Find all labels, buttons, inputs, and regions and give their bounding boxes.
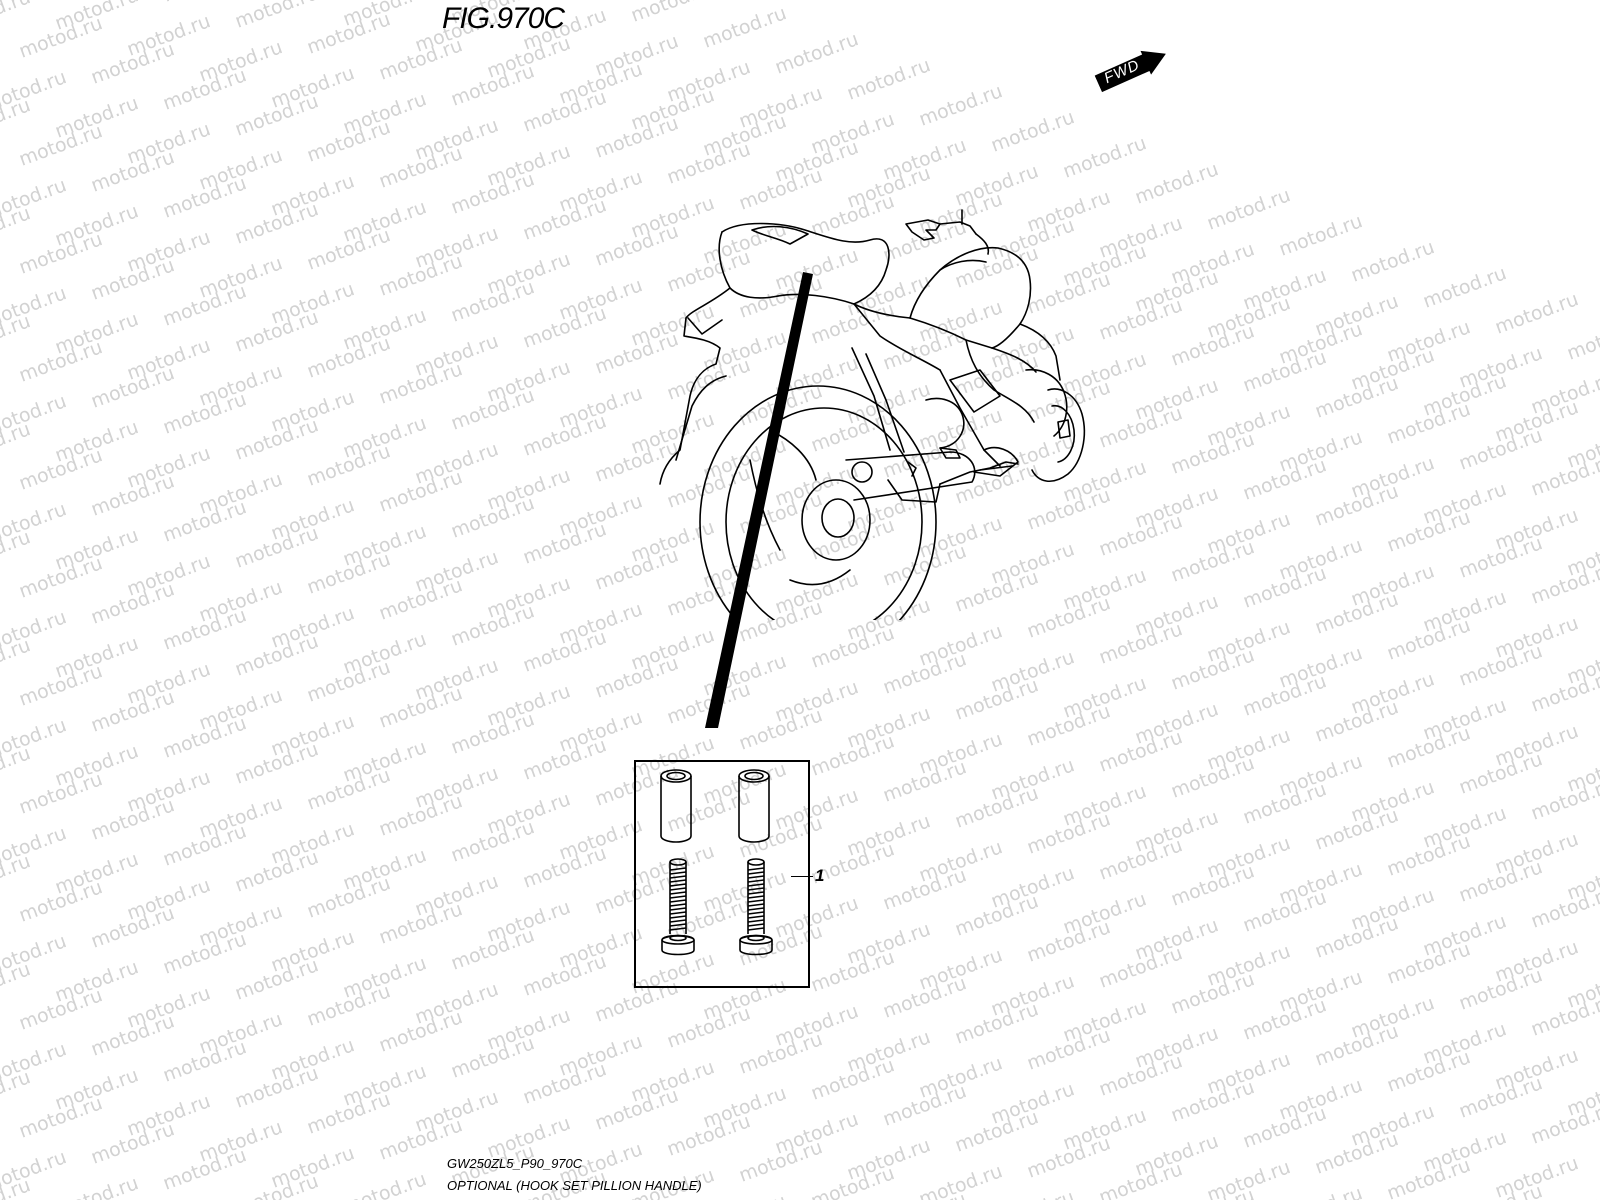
figure-code: GW250ZL5_P90_970C bbox=[447, 1156, 583, 1171]
kit-parts-box bbox=[634, 760, 810, 988]
bolt-right bbox=[739, 858, 773, 956]
kit-parts-drawing bbox=[660, 769, 773, 956]
forward-direction-indicator: FWD bbox=[1093, 42, 1171, 96]
forward-arrow-icon bbox=[1094, 50, 1166, 93]
figure-title: FIG.970C bbox=[442, 2, 565, 35]
collar-right bbox=[738, 769, 770, 843]
collar-left bbox=[660, 769, 692, 843]
callout-ref-number: 1 bbox=[815, 866, 825, 885]
callout-leader-line bbox=[791, 876, 813, 877]
figure-caption: OPTIONAL (HOOK SET PILLION HANDLE) bbox=[447, 1178, 702, 1193]
bolt-left bbox=[661, 858, 695, 956]
motorcycle-illustration bbox=[659, 209, 1086, 620]
